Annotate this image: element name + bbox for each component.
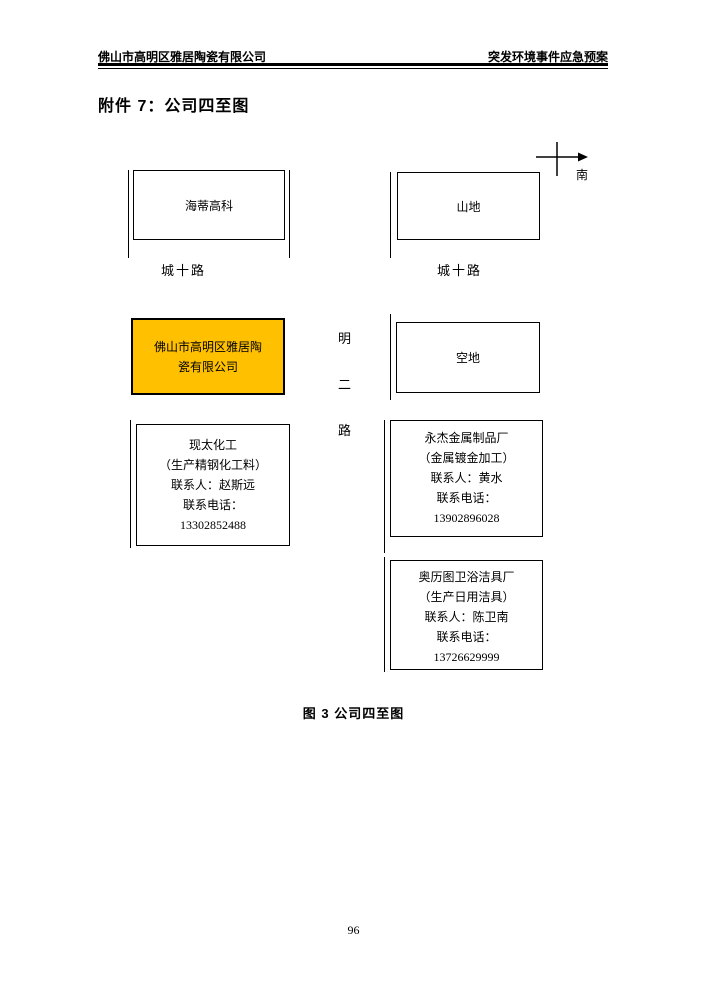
empty-land-label: 空地 — [455, 351, 480, 365]
header-divider — [98, 63, 608, 69]
road-edge-line — [289, 170, 290, 258]
factory-box-xiantai: 现太化工 （生产精钢化工料） 联系人：赵斯远 联系电话： 13302852488 — [136, 424, 290, 546]
vertical-road-char: 二 — [338, 377, 352, 392]
factory-phone-label: 联系电话： — [436, 491, 497, 505]
factory-contact: 联系人：赵斯远 — [170, 478, 255, 492]
figure-caption: 图 3 公司四至图 — [302, 706, 405, 721]
vertical-road-char: 路 — [338, 423, 352, 438]
road-edge-line — [128, 170, 129, 258]
road-label-right: 城十路 — [437, 263, 483, 278]
factory-phone-label: 联系电话： — [436, 630, 497, 644]
attachment-title: 附件 7：公司四至图 — [98, 98, 250, 115]
company-box: 佛山市高明区雅居陶 瓷有限公司 — [131, 318, 285, 395]
header-company-name: 佛山市高明区雅居陶瓷有限公司 — [98, 50, 267, 64]
neighbor-box-shandi-label: 山地 — [456, 199, 481, 214]
factory-product: （金属镀金加工） — [418, 451, 515, 465]
factory-box-yongjie: 永杰金属制品厂 （金属镀金加工） 联系人：黄水 联系电话： 1390289602… — [390, 420, 543, 537]
road-edge-line — [390, 314, 391, 400]
company-box-line1: 佛山市高明区雅居陶 — [153, 339, 262, 354]
road-edge-line — [390, 172, 391, 258]
factory-product: （生产日用洁具） — [418, 590, 515, 604]
compass-icon — [536, 142, 588, 176]
factory-product: （生产精钢化工料） — [158, 458, 267, 472]
vertical-road-char: 明 — [338, 331, 352, 346]
factory-phone-number: 13726629999 — [433, 650, 500, 664]
factory-name: 奥历图卫浴洁具厂 — [418, 570, 515, 584]
header-doc-type: 突发环境事件应急预案 — [487, 50, 608, 64]
factory-phone-number: 13902896028 — [433, 511, 500, 525]
factory-contact: 联系人：陈卫南 — [424, 610, 509, 624]
factory-phone-label: 联系电话： — [182, 498, 243, 512]
road-edge-line — [384, 557, 385, 672]
road-edge-line — [130, 420, 131, 548]
factory-contact: 联系人：黄水 — [430, 471, 503, 485]
factory-box-aolitu: 奥历图卫浴洁具厂 （生产日用洁具） 联系人：陈卫南 联系电话： 13726629… — [390, 560, 543, 670]
road-edge-line — [384, 420, 385, 553]
factory-phone-number: 13302852488 — [180, 518, 246, 532]
neighbor-box-shandi: 山地 — [397, 172, 540, 240]
road-label-left: 城十路 — [161, 263, 207, 278]
neighbor-box-haidi-label: 海蒂高科 — [184, 198, 233, 213]
factory-name: 现太化工 — [188, 438, 237, 452]
compass-south-label: 南 — [576, 168, 589, 182]
empty-land-box: 空地 — [396, 322, 540, 393]
factory-name: 永杰金属制品厂 — [424, 431, 509, 445]
neighbor-box-haidi: 海蒂高科 — [133, 170, 285, 240]
page-number: 96 — [347, 923, 360, 937]
company-box-line2: 瓷有限公司 — [177, 359, 238, 374]
